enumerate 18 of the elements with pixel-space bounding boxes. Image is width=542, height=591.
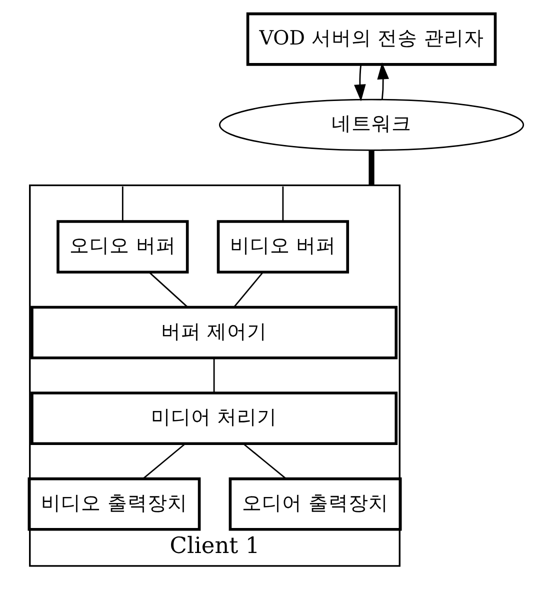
arrow [354,64,366,102]
connector [368,150,374,186]
arrow [377,62,390,100]
node-box: VOD 서버의 전송 관리자 [246,12,497,66]
node-ellipse: 네트워크 [218,98,524,151]
connector [242,443,286,479]
node-box: 미디어 처리기 [30,392,398,446]
node-box: 버퍼 제어기 [30,306,398,360]
node-box: 오디오 버퍼 [56,220,189,274]
connector [234,272,264,308]
node-box: 오디어 출력장치 [228,477,402,531]
node-box: 비디오 버퍼 [216,220,350,274]
connector [213,358,215,393]
node-box: 비디오 출력장치 [28,477,201,531]
connector [148,272,188,308]
connector [142,443,186,479]
connector [122,186,124,222]
connector [282,186,284,222]
